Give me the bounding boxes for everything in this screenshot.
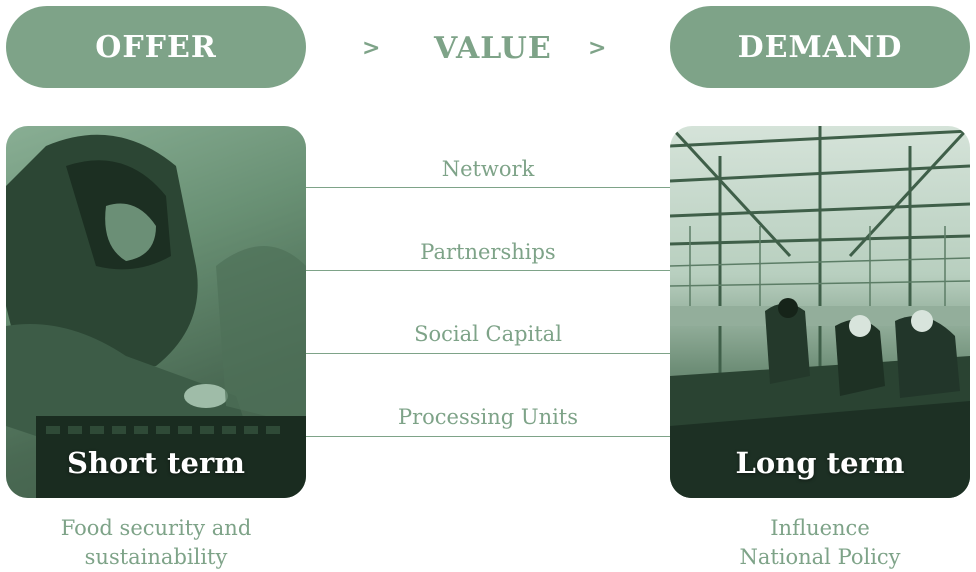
link-line-processing-units	[306, 436, 670, 437]
long-term-caption: Influence National Policy	[670, 514, 970, 572]
link-label-partnerships: Partnerships	[420, 240, 556, 264]
arrow-offer-value: >	[362, 35, 381, 61]
greenhouse-illustration	[670, 126, 970, 498]
long-term-caption-line2: National Policy	[739, 545, 901, 569]
link-line-social-capital	[306, 353, 670, 354]
long-term-photo: Long term	[670, 126, 970, 498]
offer-label: OFFER	[95, 29, 217, 65]
short-term-label: Short term	[67, 446, 245, 480]
farmer-planting-illustration	[6, 126, 306, 498]
link-label-processing-units: Processing Units	[397, 405, 579, 429]
short-term-caption-line1: Food security and	[60, 516, 252, 540]
long-term-label: Long term	[735, 446, 905, 480]
demand-label: DEMAND	[737, 29, 903, 65]
arrow-value-demand: >	[588, 35, 607, 61]
short-term-caption: Food security and sustainability	[6, 514, 306, 572]
long-term-caption-line1: Influence	[770, 516, 870, 540]
link-label-network: Network	[441, 157, 535, 181]
short-term-caption-line2: sustainability	[84, 545, 228, 569]
short-term-photo: Short term	[6, 126, 306, 498]
demand-pill: DEMAND	[670, 6, 970, 88]
link-line-partnerships	[306, 270, 670, 271]
link-line-network	[306, 187, 670, 188]
link-label-social-capital: Social Capital	[414, 322, 562, 346]
offer-pill: OFFER	[6, 6, 306, 88]
value-heading: VALUE	[434, 30, 552, 66]
